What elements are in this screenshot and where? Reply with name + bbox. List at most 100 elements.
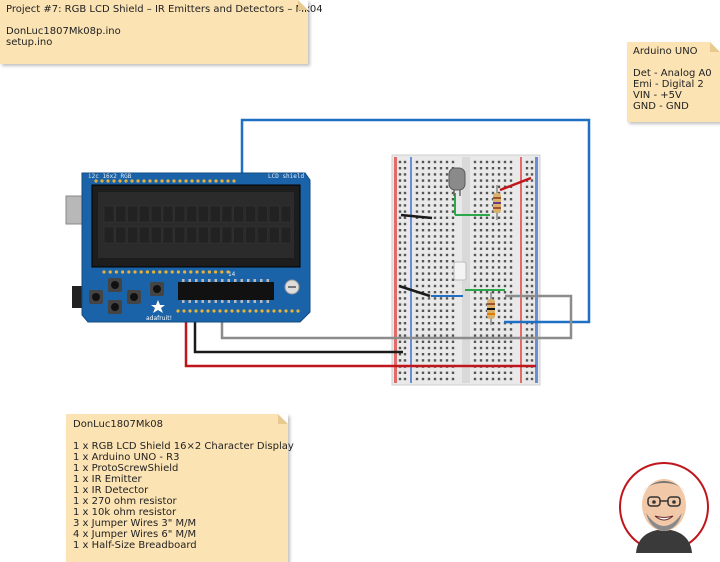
breadboard-hole	[403, 185, 407, 188]
breadboard-hole	[433, 210, 437, 213]
breadboard-hole	[479, 222, 483, 226]
chip-pin	[221, 300, 224, 303]
breadboard-hole	[530, 377, 534, 381]
breadboard-hole	[433, 328, 437, 331]
breadboard-hole	[445, 371, 449, 374]
breadboard-hole	[421, 179, 425, 182]
breadboard-hole	[503, 173, 507, 176]
breadboard-hole	[433, 278, 437, 281]
chip-pin	[221, 279, 224, 282]
breadboard-hole	[403, 315, 407, 319]
breadboard-hole	[509, 284, 513, 288]
part-item: 3 x Jumper Wires 3" M/M	[73, 518, 197, 529]
project-file: setup.ino	[6, 37, 53, 48]
breadboard-hole	[473, 216, 477, 219]
breadboard-hole	[525, 173, 529, 176]
breadboard-hole	[525, 284, 529, 288]
breadboard-hole	[525, 315, 529, 319]
chip-pin	[247, 300, 250, 303]
breadboard-hole	[451, 340, 455, 343]
breadboard-hole	[509, 241, 513, 244]
breadboard-hole	[403, 284, 407, 288]
header-pin	[148, 179, 152, 183]
breadboard-hole	[473, 247, 477, 250]
bottom-pin	[182, 309, 186, 313]
lcd-pin	[114, 270, 118, 274]
breadboard-hole	[530, 229, 534, 232]
shield-label-left: i2c 16x2 RGB	[88, 173, 132, 180]
breadboard-hole	[445, 340, 449, 343]
lcd-char-cell	[162, 226, 174, 244]
breadboard-hole	[398, 222, 402, 226]
breadboard-hole	[415, 353, 419, 356]
header-pin	[172, 179, 176, 183]
breadboard-hole	[445, 315, 449, 319]
breadboard-hole	[525, 291, 529, 294]
breadboard-hole	[530, 340, 534, 343]
breadboard-hole	[439, 309, 443, 312]
breadboard-hole	[503, 241, 507, 244]
breadboard-hole	[439, 371, 443, 374]
breadboard-hole	[497, 359, 501, 362]
breadboard-hole	[427, 309, 431, 312]
breadboard-hole	[403, 216, 407, 219]
breadboard-hole	[433, 167, 437, 170]
breadboard-hole	[433, 291, 437, 294]
breadboard-hole	[503, 353, 507, 356]
part-item: 1 x RGB LCD Shield 16×2 Character Displa…	[73, 441, 294, 452]
breadboard-hole	[433, 222, 437, 226]
breadboard-hole	[479, 278, 483, 281]
breadboard-hole	[439, 241, 443, 244]
breadboard-hole	[403, 247, 407, 250]
header-pin	[124, 179, 128, 183]
breadboard-hole	[403, 210, 407, 213]
breadboard-hole	[421, 278, 425, 281]
chip-pin	[253, 279, 256, 282]
breadboard-hole	[509, 340, 513, 343]
breadboard-hole	[497, 309, 501, 312]
breadboard-hole	[509, 303, 513, 306]
breadboard-hole	[473, 291, 477, 294]
bottom-pin	[290, 309, 294, 313]
breadboard-hole	[530, 334, 534, 337]
breadboard-hole	[485, 346, 489, 350]
breadboard-hole	[398, 272, 402, 275]
breadboard-hole	[485, 353, 489, 356]
breadboard-hole	[421, 160, 425, 164]
breadboard-hole	[415, 359, 419, 362]
breadboard-hole	[421, 167, 425, 170]
breadboard-hole	[497, 260, 501, 263]
breadboard-hole	[479, 272, 483, 275]
breadboard-hole	[509, 371, 513, 374]
breadboard-hole	[403, 191, 407, 195]
breadboard-hole	[479, 346, 483, 350]
breadboard-hole	[491, 179, 495, 182]
breadboard-hole	[525, 216, 529, 219]
breadboard-hole	[491, 291, 495, 294]
breadboard-hole	[485, 179, 489, 182]
breadboard-hole	[509, 216, 513, 219]
breadboard-hole	[491, 253, 495, 257]
breadboard-hole	[421, 359, 425, 362]
breadboard-holes	[398, 160, 534, 381]
breadboard-hole	[491, 322, 495, 325]
breadboard-hole	[433, 359, 437, 362]
header-pin	[202, 179, 206, 183]
note-fold	[298, 0, 308, 10]
breadboard-hole	[485, 266, 489, 269]
breadboard-hole	[398, 235, 402, 238]
breadboard-hole	[445, 191, 449, 195]
breadboard-hole	[525, 377, 529, 381]
breadboard-hole	[427, 191, 431, 195]
breadboard-hole	[491, 359, 495, 362]
breadboard-hole	[403, 303, 407, 306]
breadboard-hole	[491, 340, 495, 343]
lcd-char-cell	[209, 205, 221, 223]
breadboard-hole	[415, 346, 419, 350]
breadboard-hole	[403, 222, 407, 226]
chip-pin	[182, 279, 185, 282]
breadboard-hole	[427, 160, 431, 164]
chip-pin	[201, 279, 204, 282]
breadboard-hole	[403, 266, 407, 269]
breadboard-hole	[427, 179, 431, 182]
